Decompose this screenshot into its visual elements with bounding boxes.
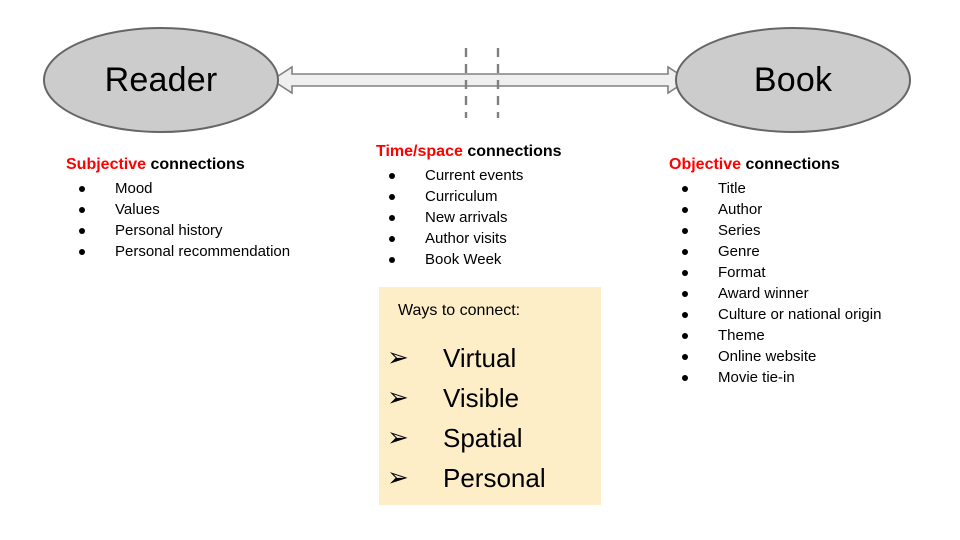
bullet-dot-icon (682, 270, 688, 276)
bullet-dot-icon (389, 215, 395, 221)
list-item: ➢ Virtual (379, 338, 601, 378)
bullet-dot-icon (79, 207, 85, 213)
list-item-label: Author (718, 201, 763, 218)
list-item: Author visits (376, 228, 606, 249)
diagram-region: Reader Book (0, 0, 960, 150)
bullet-dot-icon (389, 194, 395, 200)
list-item-label: Current events (425, 167, 524, 184)
list-item-label: New arrivals (425, 209, 508, 226)
list-item: Mood (66, 178, 306, 199)
bullet-dot-icon (79, 186, 85, 192)
node-reader[interactable]: Reader (42, 26, 280, 134)
bullet-dot-icon (682, 291, 688, 297)
list-item-label: Series (718, 222, 761, 239)
bullet-dot-icon (682, 207, 688, 213)
list-item-label: Personal recommendation (115, 243, 291, 260)
bullet-dot-icon (682, 228, 688, 234)
node-reader-label: Reader (104, 61, 218, 99)
ellipse-shape-book (675, 27, 911, 133)
arrowhead-bullet-icon: ➢ (387, 383, 409, 413)
ellipse-shape-reader (43, 27, 279, 133)
list-item: Personal recommendation (66, 241, 306, 262)
ways-to-connect-title: Ways to connect: (398, 302, 521, 319)
list-item: Current events (376, 165, 606, 186)
node-book[interactable]: Book (674, 26, 912, 134)
bullet-dot-icon (389, 173, 395, 179)
list-item-label: Virtual (443, 343, 517, 373)
list-item: Format (669, 262, 939, 283)
list-item-label: Format (718, 264, 766, 281)
bullet-dot-icon (682, 186, 688, 192)
column-objective: Objective connections Title Author Serie… (669, 155, 939, 388)
column-subjective: Subjective connections Mood Values Perso… (66, 155, 306, 262)
list-item: Series (669, 220, 939, 241)
heading-highlight-objective: Objective (669, 156, 742, 173)
list-item-label: Visible (443, 383, 520, 413)
heading-highlight-timespace: Time/space (376, 143, 463, 160)
arrowhead-bullet-icon: ➢ (387, 343, 409, 373)
list-item: ➢ Personal (379, 458, 601, 498)
list-item-label: Personal (443, 463, 546, 493)
list-item: ➢ Visible (379, 378, 601, 418)
column-timespace: Time/space connections Current events Cu… (376, 142, 606, 270)
column-timespace-heading: Time/space connections (376, 142, 606, 162)
list-item-label: Title (718, 180, 746, 197)
list-item: Book Week (376, 249, 606, 270)
list-item-label: Values (115, 201, 160, 218)
column-objective-heading: Objective connections (669, 155, 939, 175)
list-item-label: Theme (718, 327, 765, 344)
list-item: Title (669, 178, 939, 199)
list-item-label: Award winner (718, 285, 809, 302)
list-item: ➢ Spatial (379, 418, 601, 458)
heading-rest-subjective: connections (146, 156, 245, 173)
list-item-label: Mood (115, 180, 153, 197)
list-item-label: Movie tie-in (718, 369, 795, 386)
bullet-dot-icon (682, 249, 688, 255)
node-book-label: Book (753, 61, 833, 99)
ways-to-connect-list: ➢ Virtual ➢ Visible ➢ Spatial ➢ Personal (379, 338, 601, 498)
list-item-label: Spatial (443, 423, 523, 453)
list-item-label: Personal history (115, 222, 223, 239)
bullet-dot-icon (79, 249, 85, 255)
list-timespace: Current events Curriculum New arrivals A… (376, 165, 606, 270)
list-item: Personal history (66, 220, 306, 241)
list-item: Award winner (669, 283, 939, 304)
list-item-label: Culture or national origin (718, 306, 882, 323)
list-item: Values (66, 199, 306, 220)
bullet-dot-icon (682, 333, 688, 339)
heading-highlight-subjective: Subjective (66, 156, 147, 173)
reader-book-connector (270, 48, 690, 118)
arrowhead-bullet-icon: ➢ (387, 423, 409, 453)
list-subjective: Mood Values Personal history Personal re… (66, 178, 306, 262)
double-headed-arrow-icon (270, 65, 690, 95)
bullet-dot-icon (682, 375, 688, 381)
bullet-dot-icon (682, 354, 688, 360)
list-item-label: Book Week (425, 251, 502, 268)
heading-rest-objective: connections (741, 156, 840, 173)
column-subjective-heading: Subjective connections (66, 155, 306, 175)
bullet-dot-icon (389, 257, 395, 263)
list-item: Culture or national origin (669, 304, 939, 325)
list-item: Theme (669, 325, 939, 346)
list-item-label: Curriculum (425, 188, 498, 205)
ways-to-connect-panel: Ways to connect: ➢ Virtual ➢ Visible ➢ S… (379, 287, 601, 505)
list-item: New arrivals (376, 207, 606, 228)
heading-rest-timespace: connections (462, 143, 562, 160)
list-item-label: Author visits (425, 230, 507, 247)
list-item: Movie tie-in (669, 367, 939, 388)
list-item-label: Online website (718, 348, 817, 365)
list-item: Author (669, 199, 939, 220)
arrowhead-bullet-icon: ➢ (387, 463, 409, 493)
bullet-dot-icon (79, 228, 85, 234)
list-item: Genre (669, 241, 939, 262)
list-item: Curriculum (376, 186, 606, 207)
list-item-label: Genre (718, 243, 760, 260)
list-item: Online website (669, 346, 939, 367)
bullet-dot-icon (682, 312, 688, 318)
list-objective: Title Author Series Genre Format Award w… (669, 178, 939, 388)
bullet-dot-icon (389, 236, 395, 242)
